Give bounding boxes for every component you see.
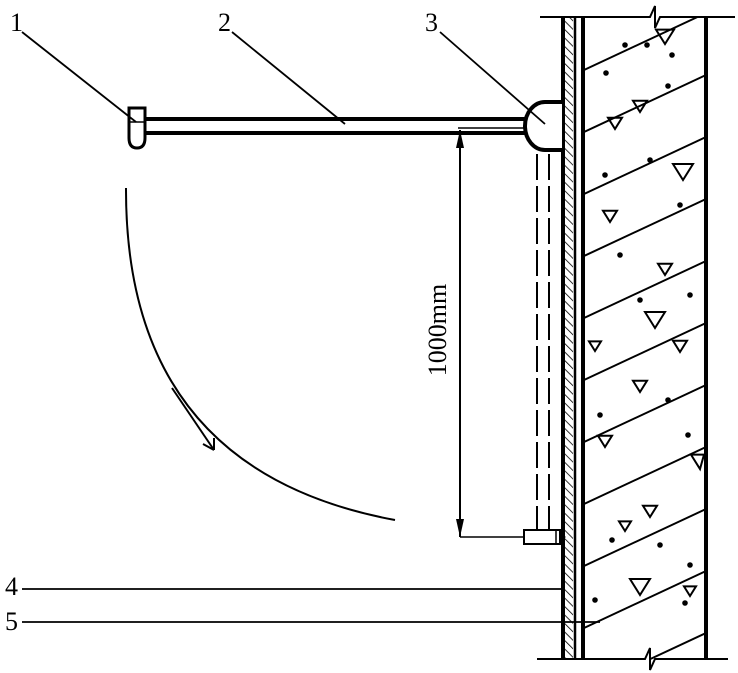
aggregate-dot — [682, 600, 688, 606]
aggregate-dot — [622, 42, 628, 48]
hatch-line — [583, 570, 707, 629]
wall — [537, 5, 735, 671]
concrete-hatch — [583, 16, 707, 660]
aggregate-dot — [665, 397, 671, 403]
aggregate-triangle — [682, 585, 698, 598]
bar-end-cap — [127, 106, 147, 150]
rotation-arrow-icon — [171, 387, 215, 451]
hatch-line — [583, 260, 707, 319]
label-2: 2 — [218, 8, 231, 37]
aggregate-dot — [597, 412, 603, 418]
aggregate-dot — [644, 42, 650, 48]
label-3: 3 — [425, 8, 438, 37]
aggregate-dot — [609, 537, 615, 543]
aggregate-triangle — [628, 578, 652, 597]
hatch-line — [583, 136, 707, 195]
aggregate-triangle — [641, 504, 659, 519]
aggregate-dot — [637, 297, 643, 303]
aggregate-triangle — [631, 379, 649, 394]
concrete-aggregate — [587, 28, 706, 606]
aggregate-triangle — [631, 99, 649, 114]
dimension-label: 1000mm — [423, 284, 452, 376]
wall-top-break-line — [540, 5, 735, 29]
aggregate-dot — [687, 562, 693, 568]
wall-bottom-break-line — [537, 647, 728, 671]
aggregate-triangle — [671, 339, 689, 354]
waterproof-layer — [565, 17, 573, 659]
aggregate-dot — [677, 202, 683, 208]
folded-bar-dashed — [536, 154, 550, 530]
aggregate-triangle — [596, 434, 614, 449]
hatch-line — [583, 198, 707, 257]
hinge — [523, 100, 562, 152]
hatch-line — [583, 446, 707, 505]
aggregate-dot — [665, 83, 671, 89]
hatch-line — [583, 384, 707, 443]
aggregate-dot — [685, 432, 691, 438]
aggregate-dot — [602, 172, 608, 178]
aggregate-dot — [592, 597, 598, 603]
label-5: 5 — [5, 607, 18, 636]
aggregate-triangle — [617, 520, 633, 533]
aggregate-dot — [617, 252, 623, 258]
aggregate-triangle — [601, 209, 619, 224]
arrow-up-icon — [456, 130, 464, 148]
aggregate-triangle — [671, 163, 695, 182]
aggregate-triangle — [689, 453, 706, 472]
label-1: 1 — [10, 8, 23, 37]
aggregate-triangle — [643, 311, 667, 330]
hatch-line — [583, 508, 707, 567]
hatch-line — [649, 632, 707, 660]
arrow-down-icon — [456, 519, 464, 537]
hatch-line — [583, 322, 707, 381]
bottom-clip — [523, 529, 561, 545]
aggregate-triangle — [654, 28, 676, 46]
aggregate-triangle — [656, 262, 674, 277]
label-4: 4 — [5, 572, 18, 601]
aggregate-triangle — [606, 116, 624, 131]
leader-lines — [21, 31, 600, 623]
aggregate-dot — [647, 157, 653, 163]
rotation-arc — [124, 187, 396, 521]
aggregate-dot — [657, 542, 663, 548]
dimension-line — [456, 130, 524, 538]
rotating-bar — [127, 106, 560, 150]
hatch-line — [583, 16, 698, 71]
aggregate-triangle — [587, 340, 603, 353]
aggregate-dot — [687, 292, 693, 298]
aggregate-dot — [669, 52, 675, 58]
aggregate-dot — [603, 70, 609, 76]
